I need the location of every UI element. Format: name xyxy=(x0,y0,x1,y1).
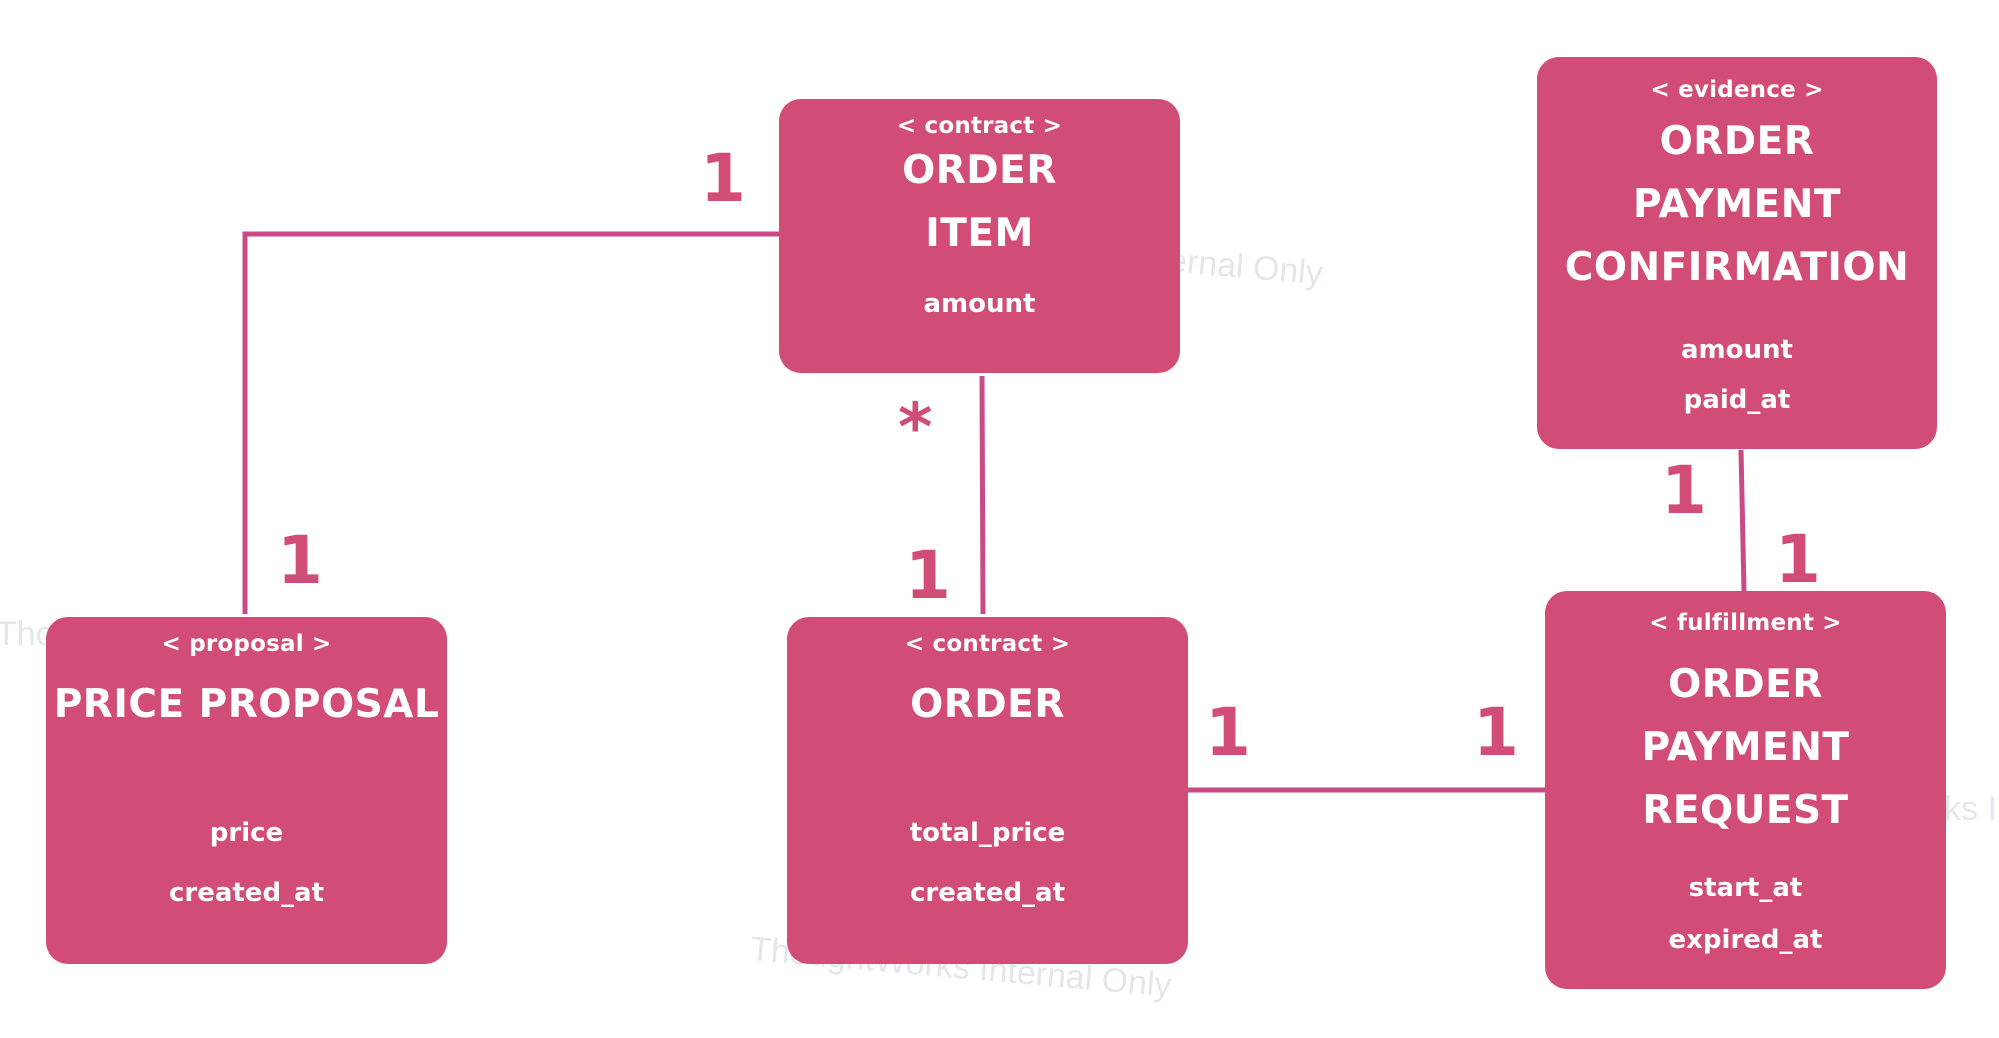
title-line: PRICE PROPOSAL xyxy=(53,682,440,727)
title-line: ORDER xyxy=(910,682,1065,727)
entity-order-payment-request: < fulfillment > ORDER PAYMENT REQUEST st… xyxy=(1545,591,1946,989)
entity-order: < contract > ORDER total_price created_a… xyxy=(787,617,1188,964)
entity-title: ORDER ITEM xyxy=(779,139,1180,265)
multiplicity-label: 1 xyxy=(1473,694,1519,771)
multiplicity-label: 1 xyxy=(277,522,323,599)
multiplicity-label: 1 xyxy=(905,537,951,614)
connector-order-item-price-proposal xyxy=(242,231,779,614)
connector-confirmation-payment-request xyxy=(1738,449,1747,592)
title-line: ORDER xyxy=(902,148,1057,193)
multiplicity-label: 1 xyxy=(1775,521,1821,598)
stereotype-label: < contract > xyxy=(896,113,1063,139)
title-line: PAYMENT xyxy=(1641,725,1850,770)
stereotype-label: < proposal > xyxy=(161,631,332,657)
attribute-start-at: start_at xyxy=(1688,873,1803,903)
stereotype-label: < contract > xyxy=(904,631,1071,657)
title-line: ORDER xyxy=(1668,662,1823,707)
entity-title: ORDER PAYMENT CONFIRMATION xyxy=(1537,110,1937,299)
multiplicity-label: 1 xyxy=(1205,694,1251,771)
title-line: CONFIRMATION xyxy=(1564,245,1910,290)
entity-title: ORDER PAYMENT REQUEST xyxy=(1545,653,1946,842)
multiplicity-label: 1 xyxy=(1661,452,1707,529)
attribute-created-at: created_at xyxy=(168,878,325,908)
attribute-created-at: created_at xyxy=(909,878,1066,908)
title-line: REQUEST xyxy=(1642,788,1849,833)
entity-title: PRICE PROPOSAL xyxy=(46,673,447,736)
title-line: ORDER xyxy=(1659,119,1815,164)
attribute-amount: amount xyxy=(1681,335,1793,365)
entity-order-payment-confirmation: < evidence > ORDER PAYMENT CONFIRMATION … xyxy=(1537,57,1937,449)
stereotype-label: < fulfillment > xyxy=(1649,610,1842,636)
attribute-amount: amount xyxy=(923,289,1036,319)
title-line: PAYMENT xyxy=(1633,182,1841,227)
entity-order-item: < contract > ORDER ITEM amount xyxy=(779,99,1180,373)
multiplicity-label: 1 xyxy=(700,140,746,217)
attribute-expired-at: expired_at xyxy=(1668,925,1823,955)
entity-price-proposal: < proposal > PRICE PROPOSAL price create… xyxy=(46,617,447,964)
attribute-paid-at: paid_at xyxy=(1683,385,1791,415)
multiplicity-label: * xyxy=(898,389,933,466)
entity-title: ORDER xyxy=(787,673,1188,736)
attribute-price: price xyxy=(209,818,284,848)
title-line: ITEM xyxy=(925,211,1034,256)
connector-order-item-order xyxy=(979,375,986,615)
attribute-total-price: total_price xyxy=(909,818,1066,848)
stereotype-label: < evidence > xyxy=(1650,77,1824,103)
